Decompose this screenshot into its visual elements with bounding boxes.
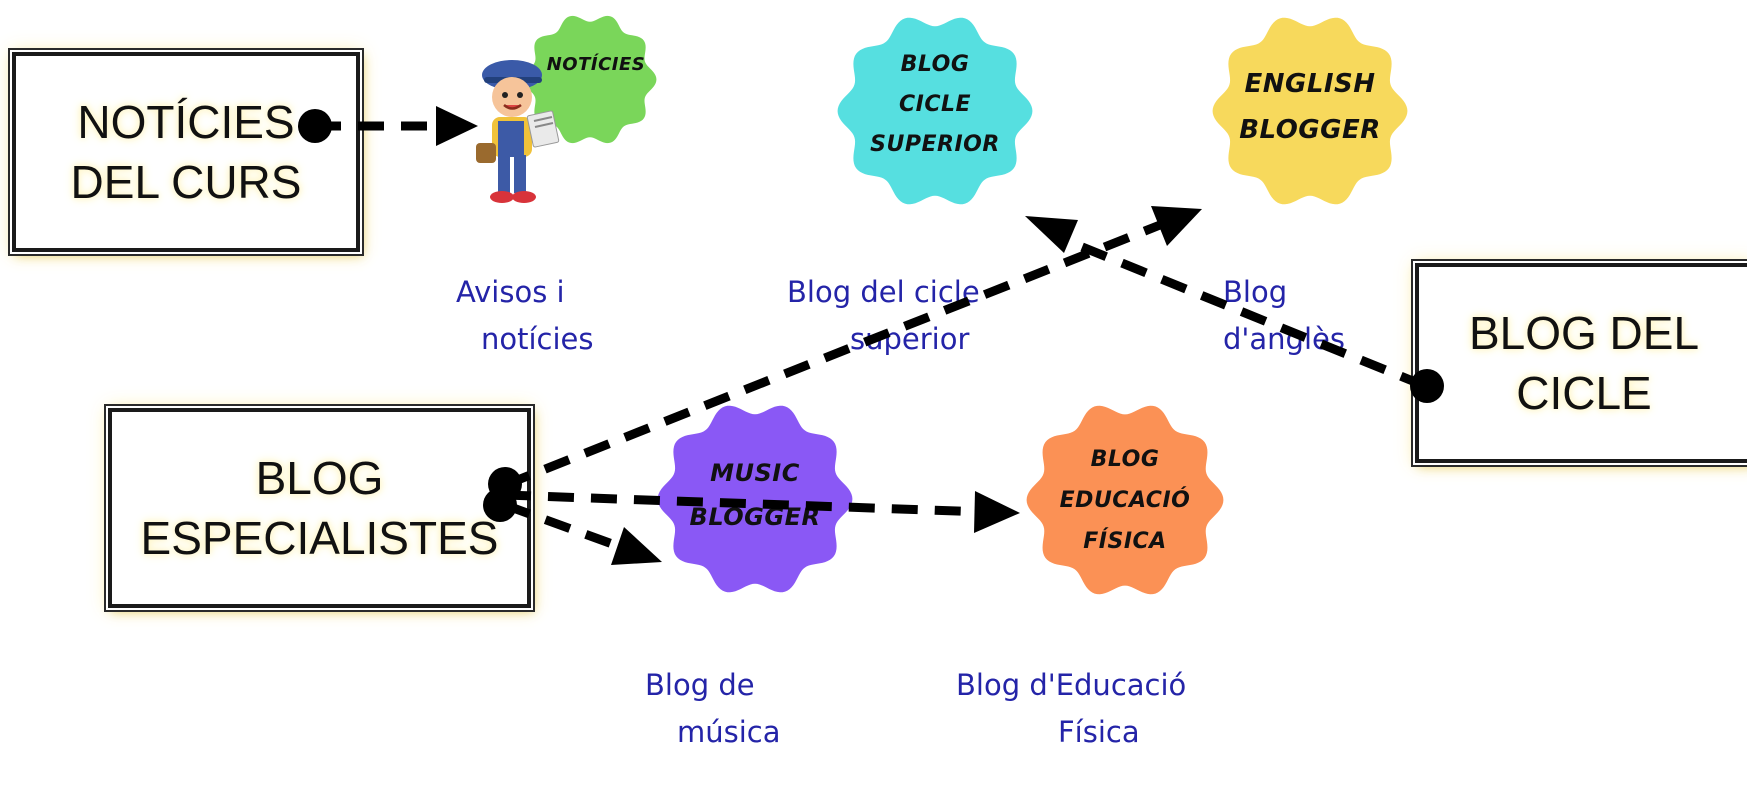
box-blog-del-cicle: BLOG DEL CICLE <box>1415 263 1747 463</box>
box-especialistes-text: BLOG ESPECIALISTES <box>140 452 499 564</box>
badge-music-label: MUSIC BLOGGER <box>689 459 821 531</box>
caption-angles-line2: d'anglès <box>1223 322 1345 356</box>
caption-avisos-line1: Avisos i <box>456 275 565 309</box>
badge-english-blogger[interactable]: ENGLISH BLOGGER <box>1210 12 1410 210</box>
caption-ef-line1: Blog d'Educació <box>956 668 1187 702</box>
wavy-badge-shape <box>523 15 657 144</box>
caption-angles-link[interactable]: Blog d'anglès <box>1223 222 1345 410</box>
box-cicle-text: BLOG DEL CICLE <box>1468 307 1700 419</box>
newsboy-cartoon-icon <box>476 60 560 203</box>
caption-musica-line1: Blog de <box>645 668 755 702</box>
arrowhead-english <box>1151 206 1202 246</box>
badge-noticies-label: NOTÍCIES <box>546 53 646 75</box>
box-noticies-text: NOTÍCIES DEL CURS <box>70 96 302 208</box>
badge-educacio-fisica[interactable]: BLOG EDUCACIÓ FÍSICA <box>1025 400 1225 600</box>
box-noticies-del-curs: NOTÍCIES DEL CURS <box>12 52 360 252</box>
caption-cicle-line2: superior <box>850 322 970 356</box>
arrowhead-cicle <box>1025 216 1078 253</box>
caption-avisos-line2: notícies <box>481 322 594 356</box>
badge-music-blogger[interactable]: MUSIC BLOGGER <box>655 400 855 598</box>
badge-english-label: ENGLISH BLOGGER <box>1239 69 1381 145</box>
caption-ef-line2: Física <box>1058 715 1140 749</box>
arrowhead-ef <box>974 491 1020 533</box>
diagram-canvas: NOTÍCIES BLOG CICLE SUPERIOR ENGLISH BLO… <box>12 12 1747 749</box>
caption-musica-line2: música <box>677 715 781 749</box>
badge-ef-label: BLOG EDUCACIÓ FÍSICA <box>1059 446 1191 554</box>
caption-cicle-link[interactable]: Blog del cicle superior <box>787 222 980 410</box>
badge-noticies[interactable]: NOTÍCIES <box>520 12 660 147</box>
caption-cicle-line1: Blog del cicle <box>787 275 980 309</box>
caption-musica-link[interactable]: Blog de música <box>645 615 781 803</box>
caption-avisos-link[interactable]: Avisos i notícies <box>456 222 594 410</box>
badge-cicle-superior[interactable]: BLOG CICLE SUPERIOR <box>835 12 1035 210</box>
box-blog-especialistes: BLOG ESPECIALISTES <box>108 408 531 608</box>
badge-cicle-superior-label: BLOG CICLE SUPERIOR <box>870 52 1000 157</box>
wavy-badge-shape <box>837 17 1033 205</box>
wavy-badge-shape <box>1212 17 1408 205</box>
caption-ef-link[interactable]: Blog d'Educació Física <box>956 615 1186 803</box>
caption-angles-line1: Blog <box>1223 275 1288 309</box>
